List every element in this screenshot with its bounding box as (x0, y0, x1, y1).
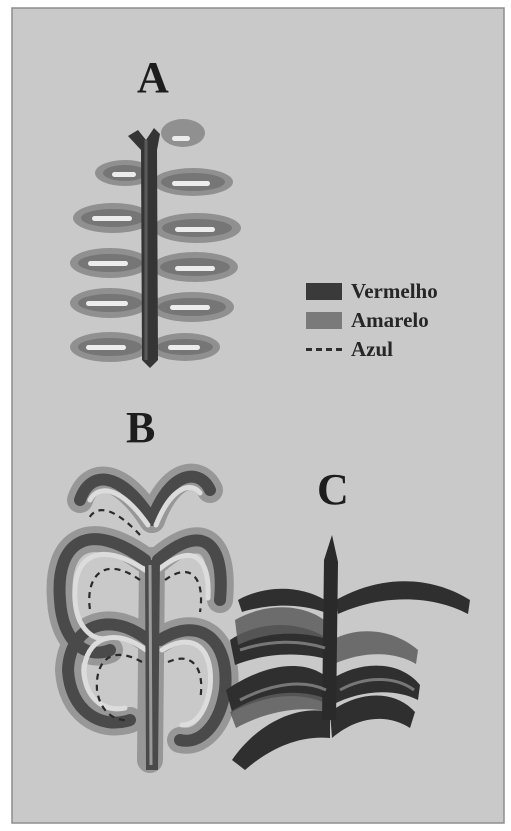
legend-label-azul: Azul (351, 337, 393, 362)
panel-label-c: C (317, 468, 349, 512)
panel-label-a: A (137, 56, 169, 100)
legend-item-amarelo: Amarelo (306, 306, 438, 335)
legend: Vermelho Amarelo Azul (306, 277, 438, 364)
legend-label-vermelho: Vermelho (351, 279, 438, 304)
legend-label-amarelo: Amarelo (351, 308, 429, 333)
legend-dash-azul (306, 348, 342, 351)
legend-item-vermelho: Vermelho (306, 277, 438, 306)
legend-swatch-vermelho (306, 283, 342, 300)
legend-swatch-amarelo (306, 312, 342, 329)
legend-item-azul: Azul (306, 335, 438, 364)
panel-label-b: B (126, 406, 155, 450)
